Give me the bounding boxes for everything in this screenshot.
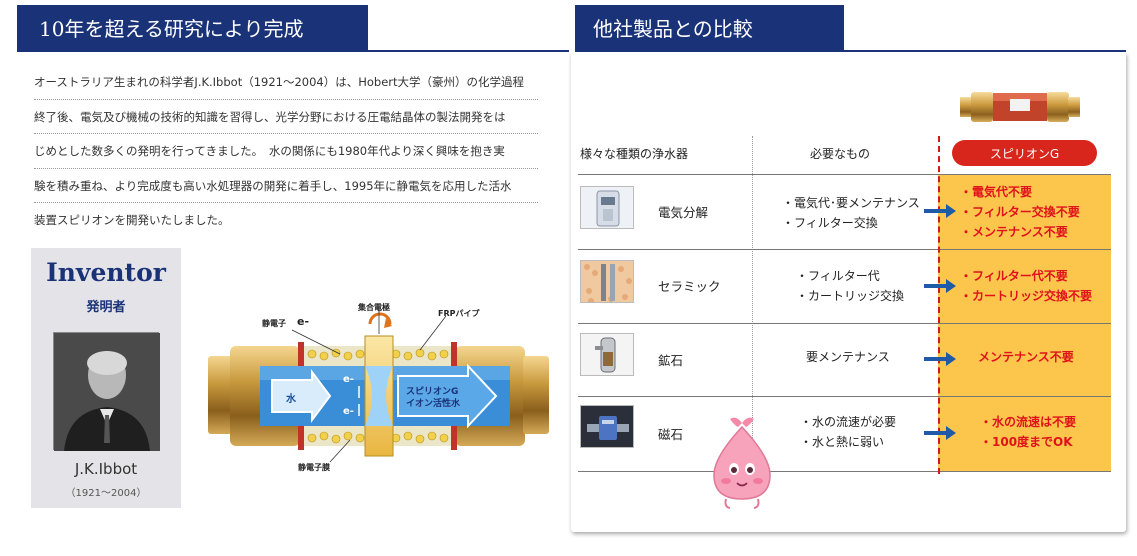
need-item: ・水と熱に弱い — [800, 435, 885, 449]
benefit-item: ・フィルター代不要 — [960, 269, 1068, 283]
story-line: 終了後、電気及び機械の技術的知識を習得し、光学分野における圧電結晶体の製法開発を… — [34, 100, 538, 134]
column-divider — [752, 136, 753, 474]
arrow-right-icon — [924, 352, 956, 366]
label-static-membrane: 静電子膜 — [298, 463, 330, 472]
magnet-purifier-image — [580, 405, 634, 448]
label-collector-electrode: 集合電極 — [358, 303, 390, 312]
label-static-electron: 静電子 — [262, 319, 286, 328]
inventor-card: Inventor 発明者 J.K.Ibbot （1921〜2004） — [31, 248, 181, 508]
benefit-item: メンテナンス不要 — [978, 350, 1074, 364]
ceramic-purifier-image — [580, 260, 634, 303]
inventor-title: Inventor — [46, 258, 166, 287]
benefit-item: ・100度までOK — [980, 435, 1073, 449]
need-item: ・フィルター交換 — [782, 216, 878, 230]
spirion-column-border — [938, 136, 940, 474]
ceramic-filter-icon — [581, 261, 633, 302]
research-section-tab: 10年を超える研究により完成 — [17, 5, 368, 50]
left-tab-underline — [17, 50, 569, 52]
label-electron-bottom: e- — [343, 406, 354, 417]
header-purifier-types: 様々な種類の浄水器 — [580, 147, 689, 161]
row-name-electrolysis: 電気分解 — [658, 205, 709, 220]
arrow-right-icon — [924, 279, 956, 293]
benefit-item: ・メンテナンス不要 — [960, 225, 1068, 239]
electrolysis-purifier-image — [580, 186, 634, 229]
inventor-story: オーストラリア生まれの科学者J.K.Ibbot（1921〜2004）は、Hobe… — [34, 65, 538, 238]
right-tab-underline — [575, 50, 1126, 52]
story-line: 装置スピリオンを開発いたしました。 — [34, 213, 230, 227]
benefit-item: ・電気代不要 — [960, 185, 1033, 199]
spirion-cross-section-icon — [208, 310, 549, 463]
row-divider — [578, 323, 1111, 324]
arrow-right-icon — [924, 426, 956, 440]
spirion-benefits-electrolysis: ・電気代不要 ・フィルター交換不要 ・メンテナンス不要 — [960, 182, 1080, 242]
spirion-device-icon — [960, 92, 1080, 122]
row-divider — [578, 396, 1111, 397]
need-item: ・電気代･要メンテナンス — [782, 196, 920, 210]
benefit-item: ・カートリッジ交換不要 — [960, 289, 1093, 303]
label-electron: e- — [297, 315, 310, 328]
ore-filter-icon — [581, 334, 633, 375]
spirion-benefits-ceramic: ・フィルター代不要 ・カートリッジ交換不要 — [960, 266, 1092, 306]
inventor-subtitle: 発明者 — [86, 300, 126, 315]
research-section-title: 10年を超える研究により完成 — [39, 17, 304, 41]
label-frp-pipe: FRPパイプ — [438, 309, 480, 318]
need-item: 要メンテナンス — [806, 350, 890, 364]
label-output-product: スピリオンG — [406, 387, 459, 397]
water-drop-mascot — [702, 413, 782, 513]
row-divider — [578, 249, 1111, 250]
need-item: ・水の流速が必要 — [800, 415, 897, 429]
story-line: オーストラリア生まれの科学者J.K.Ibbot（1921〜2004）は、Hobe… — [34, 65, 538, 100]
need-item: ・カートリッジ交換 — [796, 289, 905, 303]
spirion-diagram: 静電子 e- 集合電極 FRPパイプ 静電子膜 水 e- e- スピリオンG イ… — [200, 290, 560, 480]
row-divider — [578, 471, 1111, 472]
electrolysis-needs: ・電気代･要メンテナンス ・フィルター交換 — [782, 193, 920, 233]
label-water: 水 — [286, 394, 296, 405]
story-line: 験を積み重ね、より完成度も高い水処理器の開発に着手し、1995年に静電気を応用し… — [34, 169, 538, 203]
inventor-portrait-icon — [54, 333, 160, 451]
comparison-section-tab: 他社製品との比較 — [575, 5, 844, 50]
ceramic-needs: ・フィルター代 ・カートリッジ交換 — [796, 266, 904, 306]
header-requirements: 必要なもの — [810, 147, 871, 161]
ore-needs: 要メンテナンス — [806, 347, 890, 367]
benefit-item: ・フィルター交換不要 — [960, 205, 1080, 219]
inventor-name: J.K.Ibbot — [74, 460, 138, 478]
arrow-right-icon — [924, 204, 956, 218]
inventor-photo — [53, 332, 160, 451]
story-line: じめとした数多くの発明を行ってきました。 水の関係にも1980年代より深く興味を… — [34, 134, 538, 169]
row-name-ore: 鉱石 — [658, 353, 684, 368]
spirion-benefits-magnet: ・水の流速は不要 ・100度までOK — [980, 412, 1076, 452]
comparison-section-title: 他社製品との比較 — [593, 17, 753, 41]
row-name-ceramic: セラミック — [658, 279, 721, 294]
label-electron-top: e- — [343, 374, 354, 385]
spirion-benefits-ore: メンテナンス不要 — [978, 347, 1074, 367]
label-output-water: イオン活性水 — [406, 399, 461, 409]
magnet-device-icon — [581, 406, 633, 447]
spirion-product-image — [958, 87, 1082, 127]
spirion-g-badge: スピリオンG — [952, 140, 1097, 166]
ore-purifier-image — [580, 333, 634, 376]
mascot-icon — [713, 417, 771, 509]
row-name-magnet: 磁石 — [658, 427, 684, 442]
benefit-item: ・水の流速は不要 — [980, 415, 1077, 429]
need-item: ・フィルター代 — [796, 269, 880, 283]
row-divider — [578, 174, 1111, 175]
magnet-needs: ・水の流速が必要 ・水と熱に弱い — [800, 412, 896, 452]
electrolysis-device-icon — [581, 187, 633, 228]
inventor-years: （1921〜2004） — [65, 488, 147, 499]
